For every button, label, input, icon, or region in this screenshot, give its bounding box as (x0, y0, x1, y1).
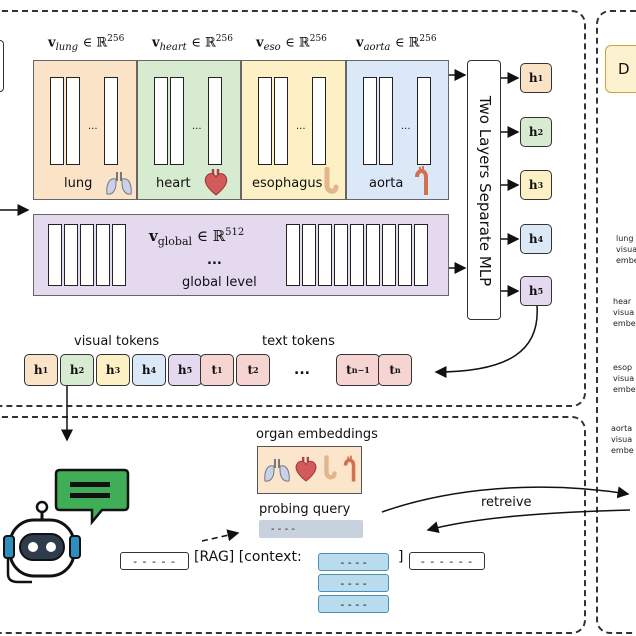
organ-embeddings-label: organ embeddings (256, 427, 378, 442)
aorta-vector-label: vaorta ∈ ℝ256 (356, 34, 437, 53)
heart-icon (204, 169, 228, 196)
organ-embeddings-box (257, 446, 362, 494)
context-field-2: - - - - (318, 574, 389, 592)
heart-feature-block: ... heart (137, 60, 241, 200)
context-field-1: - - - - (318, 553, 389, 571)
token-ellipsis: ... (294, 362, 310, 378)
aorta-icon (343, 455, 356, 482)
heart-icon (295, 456, 317, 482)
encoder-panel (0, 10, 586, 407)
aorta-icon (415, 166, 428, 195)
rag-close-bracket: ] (398, 549, 404, 565)
robot-assistant-icon (3, 468, 130, 584)
aorta-feature-block: ... aorta (346, 60, 449, 200)
probing-query-field: - - - - (259, 520, 363, 538)
database-header-text: D (618, 60, 630, 78)
lung-feature-block: ... lung (33, 60, 137, 200)
global-feature-block: vglobal ∈ ℝ512 ... global level (33, 214, 449, 296)
lungs-icon (264, 459, 290, 482)
aorta-ellipsis: ... (401, 121, 411, 132)
esophagus-vector-label: veso ∈ ℝ256 (256, 34, 327, 53)
prompt-suffix-field: - - - - - - (409, 552, 485, 570)
right-database-panel (596, 10, 636, 634)
database-header: D (605, 45, 636, 93)
global-ellipsis: ... (207, 253, 222, 268)
esophagus-feature-block: ... esophagus (241, 60, 346, 200)
esophagus-label: esophagus (252, 176, 323, 191)
probing-query-label: probing query (259, 502, 351, 517)
visual-tokens-label: visual tokens (74, 334, 160, 349)
mlp-label: Two Layers Separate MLP (476, 95, 494, 287)
lungs-icon (106, 172, 132, 195)
global-level-label: global level (182, 275, 257, 290)
right-item-lung: lungvisuaembe (616, 234, 636, 265)
aorta-label: aorta (369, 176, 404, 191)
heart-vector-label: vheart ∈ ℝ256 (152, 34, 233, 53)
text-tokens-label: text tokens (262, 334, 335, 349)
mlp-box: Two Layers Separate MLP (467, 60, 501, 320)
context-field-3: - - - - (318, 595, 389, 613)
lung-vector-label: vlung ∈ ℝ256 (48, 34, 125, 53)
esophagus-ellipsis: ... (296, 121, 306, 132)
rag-context-text: [RAG] [context: (194, 549, 302, 565)
retrieve-label: retreive (481, 495, 532, 510)
prompt-prefix-field: - - - - - (120, 552, 189, 570)
input-box-fragment (0, 40, 4, 92)
global-vector-label: vglobal ∈ ℝ512 (149, 227, 245, 248)
heart-ellipsis: ... (192, 121, 202, 132)
heart-label: heart (156, 176, 191, 191)
lung-label: lung (64, 176, 93, 191)
lung-ellipsis: ... (88, 121, 98, 132)
esophagus-icon (324, 455, 337, 480)
esophagus-icon (324, 167, 339, 194)
